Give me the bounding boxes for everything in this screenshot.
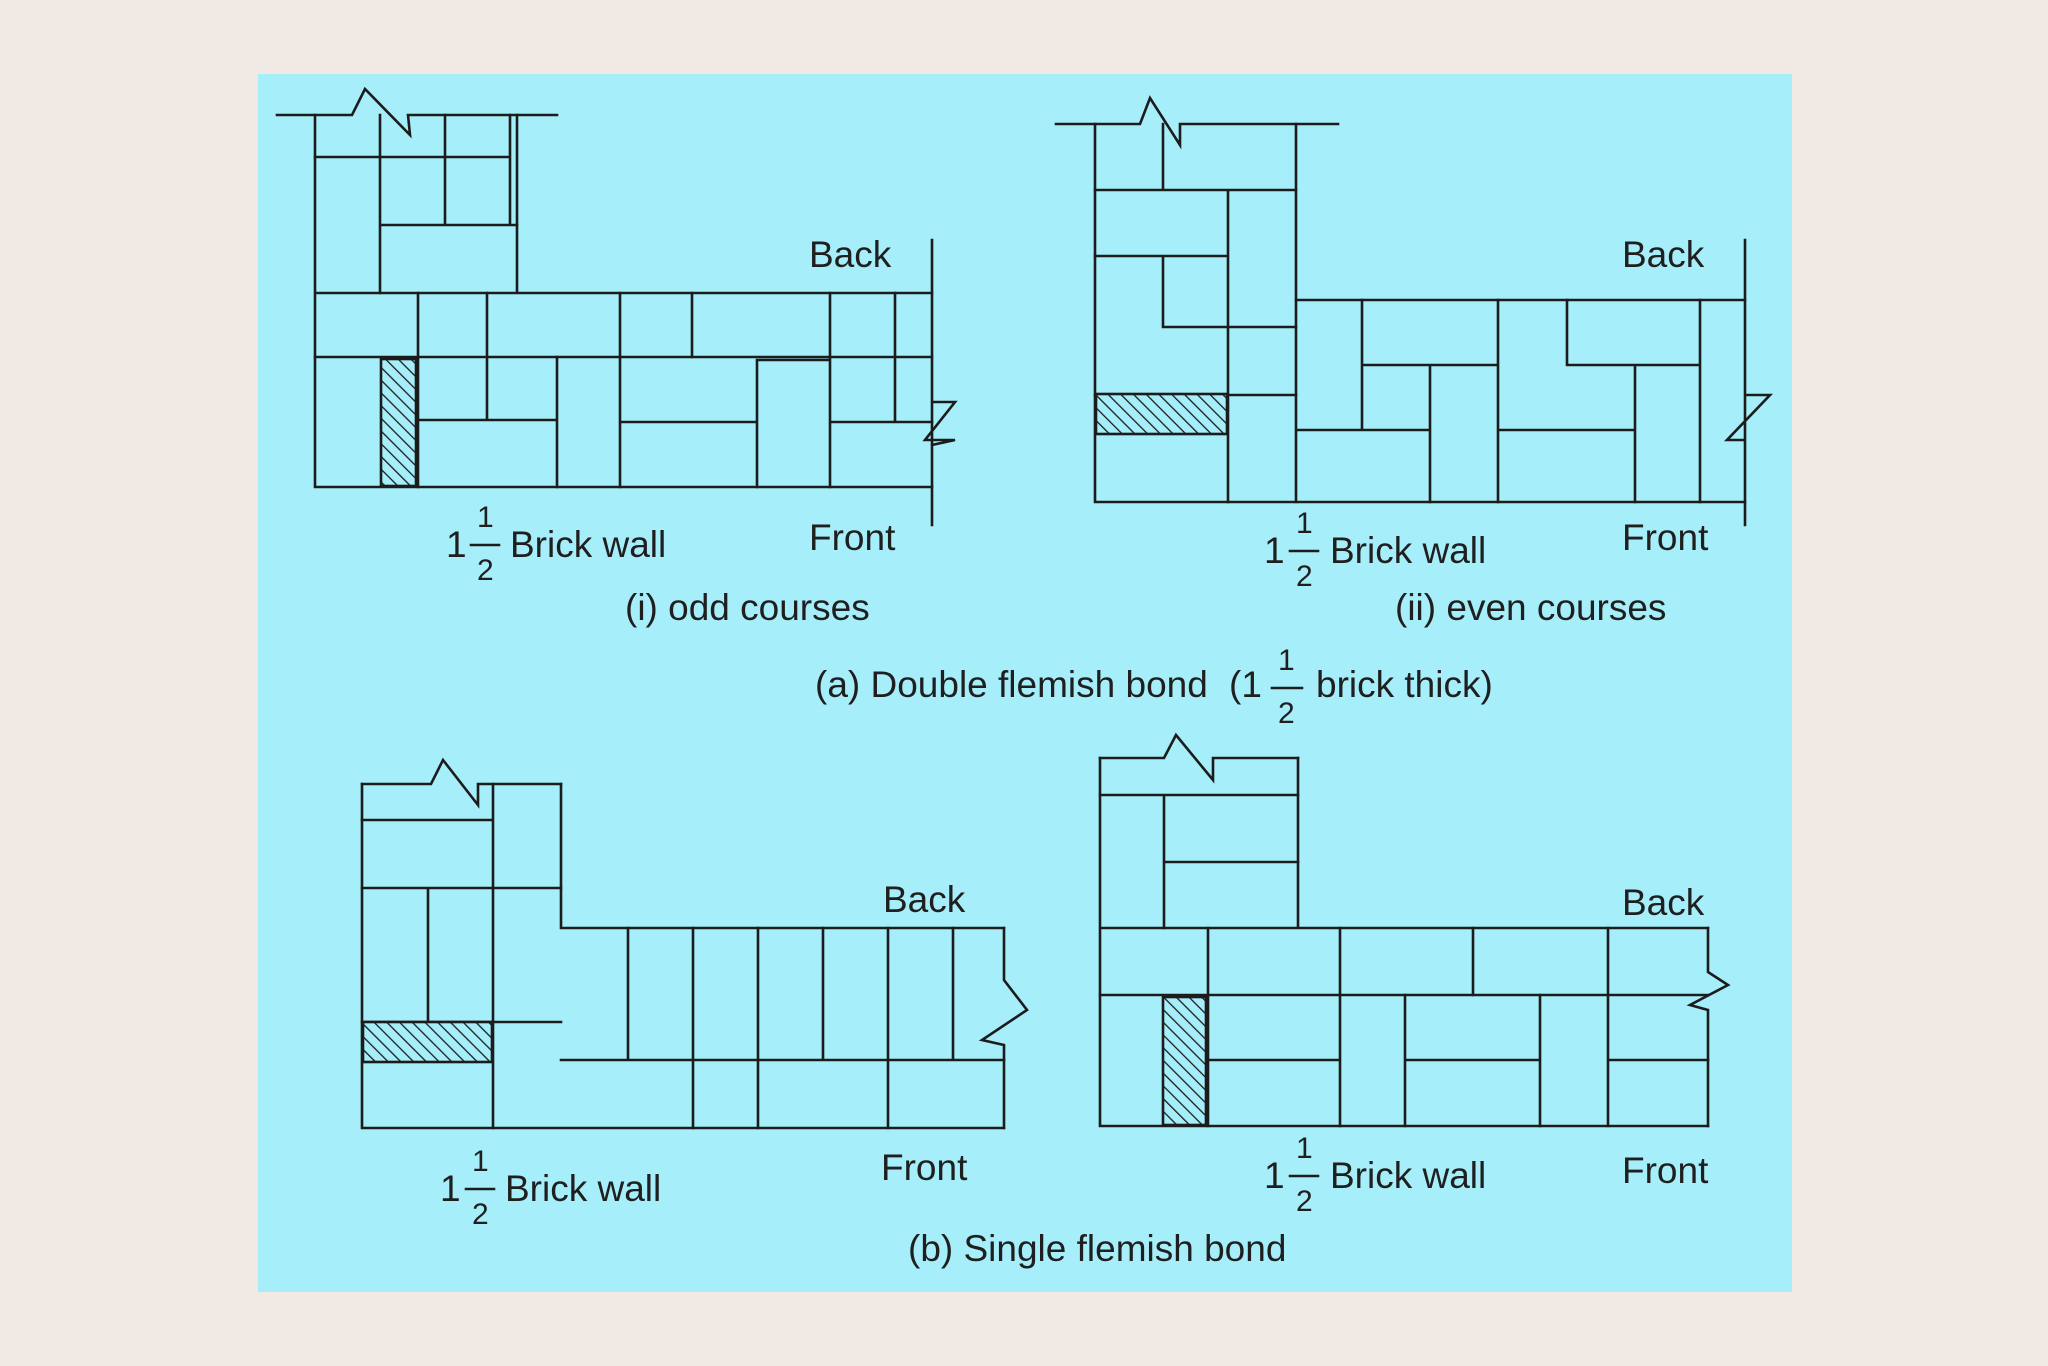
brick-joints xyxy=(1226,298,1702,504)
wall-whole-number: 1 xyxy=(1264,1155,1285,1196)
break-line-top xyxy=(1098,732,1300,784)
hatched-closer xyxy=(361,1020,494,1064)
front-label: Front xyxy=(1622,1150,1709,1191)
hatched-closer xyxy=(1094,392,1229,436)
figure-panel xyxy=(258,74,1792,1292)
course-joints-upper xyxy=(313,113,934,359)
fraction-denominator: 2 xyxy=(1278,697,1295,730)
break-line-right xyxy=(978,926,1029,1130)
subcaption-even: (ii) even courses xyxy=(1395,587,1666,628)
fraction-denominator: 2 xyxy=(477,554,494,587)
caption-a-prefix: (1 xyxy=(1229,664,1262,705)
caption-b: (b) Single flemish bond xyxy=(908,1228,1286,1269)
fraction-numerator: 1 xyxy=(1278,644,1295,677)
fraction-numerator: 1 xyxy=(477,501,494,534)
caption-a-suffix: brick thick) xyxy=(1316,664,1493,705)
course-joints-upper xyxy=(360,782,563,1130)
wall-whole-number: 1 xyxy=(1264,530,1285,571)
front-label: Front xyxy=(881,1147,968,1188)
wall-label: Brick wall xyxy=(1330,530,1486,571)
hatched-closer xyxy=(1161,995,1208,1127)
wall-label: Brick wall xyxy=(1330,1155,1486,1196)
brick-joints xyxy=(559,926,1006,1130)
back-label: Back xyxy=(1622,234,1705,275)
wall-label: Brick wall xyxy=(510,524,666,565)
fraction-denominator: 2 xyxy=(1296,1185,1313,1218)
break-line-right xyxy=(1723,238,1774,527)
wall-outline xyxy=(1098,756,1710,1128)
front-label: Front xyxy=(1622,517,1709,558)
wall-outline xyxy=(360,782,1006,1130)
diagram-single-flemish-left xyxy=(360,757,1029,1130)
break-line-top xyxy=(275,86,559,139)
front-label: Front xyxy=(809,517,896,558)
fraction-denominator: 2 xyxy=(472,1198,489,1231)
subcaption-odd: (i) odd courses xyxy=(625,587,870,628)
hatched-closer xyxy=(379,357,418,488)
diagram-odd-courses xyxy=(275,86,958,527)
wall-whole-number: 1 xyxy=(446,524,467,565)
break-line-right xyxy=(922,238,958,527)
back-label: Back xyxy=(809,234,892,275)
wall-outline xyxy=(1093,122,1747,504)
fraction-denominator: 2 xyxy=(1296,560,1313,593)
brick-joints xyxy=(416,291,934,489)
wall-whole-number: 1 xyxy=(440,1168,461,1209)
caption-a: (a) Double flemish bond xyxy=(815,664,1208,705)
back-label: Back xyxy=(883,879,966,920)
back-label: Back xyxy=(1622,882,1705,923)
course-joints-upper xyxy=(1093,122,1298,397)
fraction-numerator: 1 xyxy=(1296,1132,1313,1165)
wall-label: Brick wall xyxy=(505,1168,661,1209)
break-line-top xyxy=(1054,95,1340,150)
break-line-right xyxy=(1686,926,1731,1128)
course-joints-upper xyxy=(1098,793,1710,997)
fraction-numerator: 1 xyxy=(1296,507,1313,540)
fraction-numerator: 1 xyxy=(472,1145,489,1178)
diagram-single-flemish-right xyxy=(1098,732,1731,1128)
diagram-even-courses xyxy=(1054,95,1774,527)
brick-joints xyxy=(1206,926,1710,1128)
